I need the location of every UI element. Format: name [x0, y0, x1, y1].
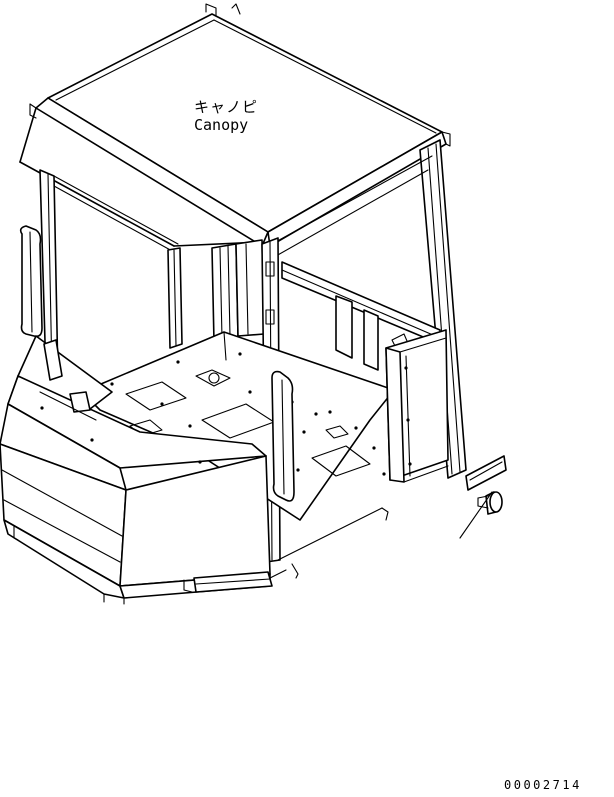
front-grab-handle — [271, 370, 295, 502]
part-label-japanese: キャノピ — [194, 98, 259, 116]
front-console-box — [0, 335, 271, 605]
rear-left-pillar — [39, 169, 179, 381]
left-grab-handle — [19, 225, 43, 338]
part-label-english: Canopy — [194, 116, 249, 134]
warning-label-plate — [465, 455, 507, 491]
drawing-number: 00002714 — [504, 778, 582, 792]
rear-center-pillar — [167, 239, 265, 349]
right-side-panel — [385, 329, 449, 483]
fastener-pin — [477, 491, 503, 515]
leader-line — [459, 491, 493, 539]
front-step — [193, 507, 389, 593]
canopy-roof — [19, 3, 451, 247]
